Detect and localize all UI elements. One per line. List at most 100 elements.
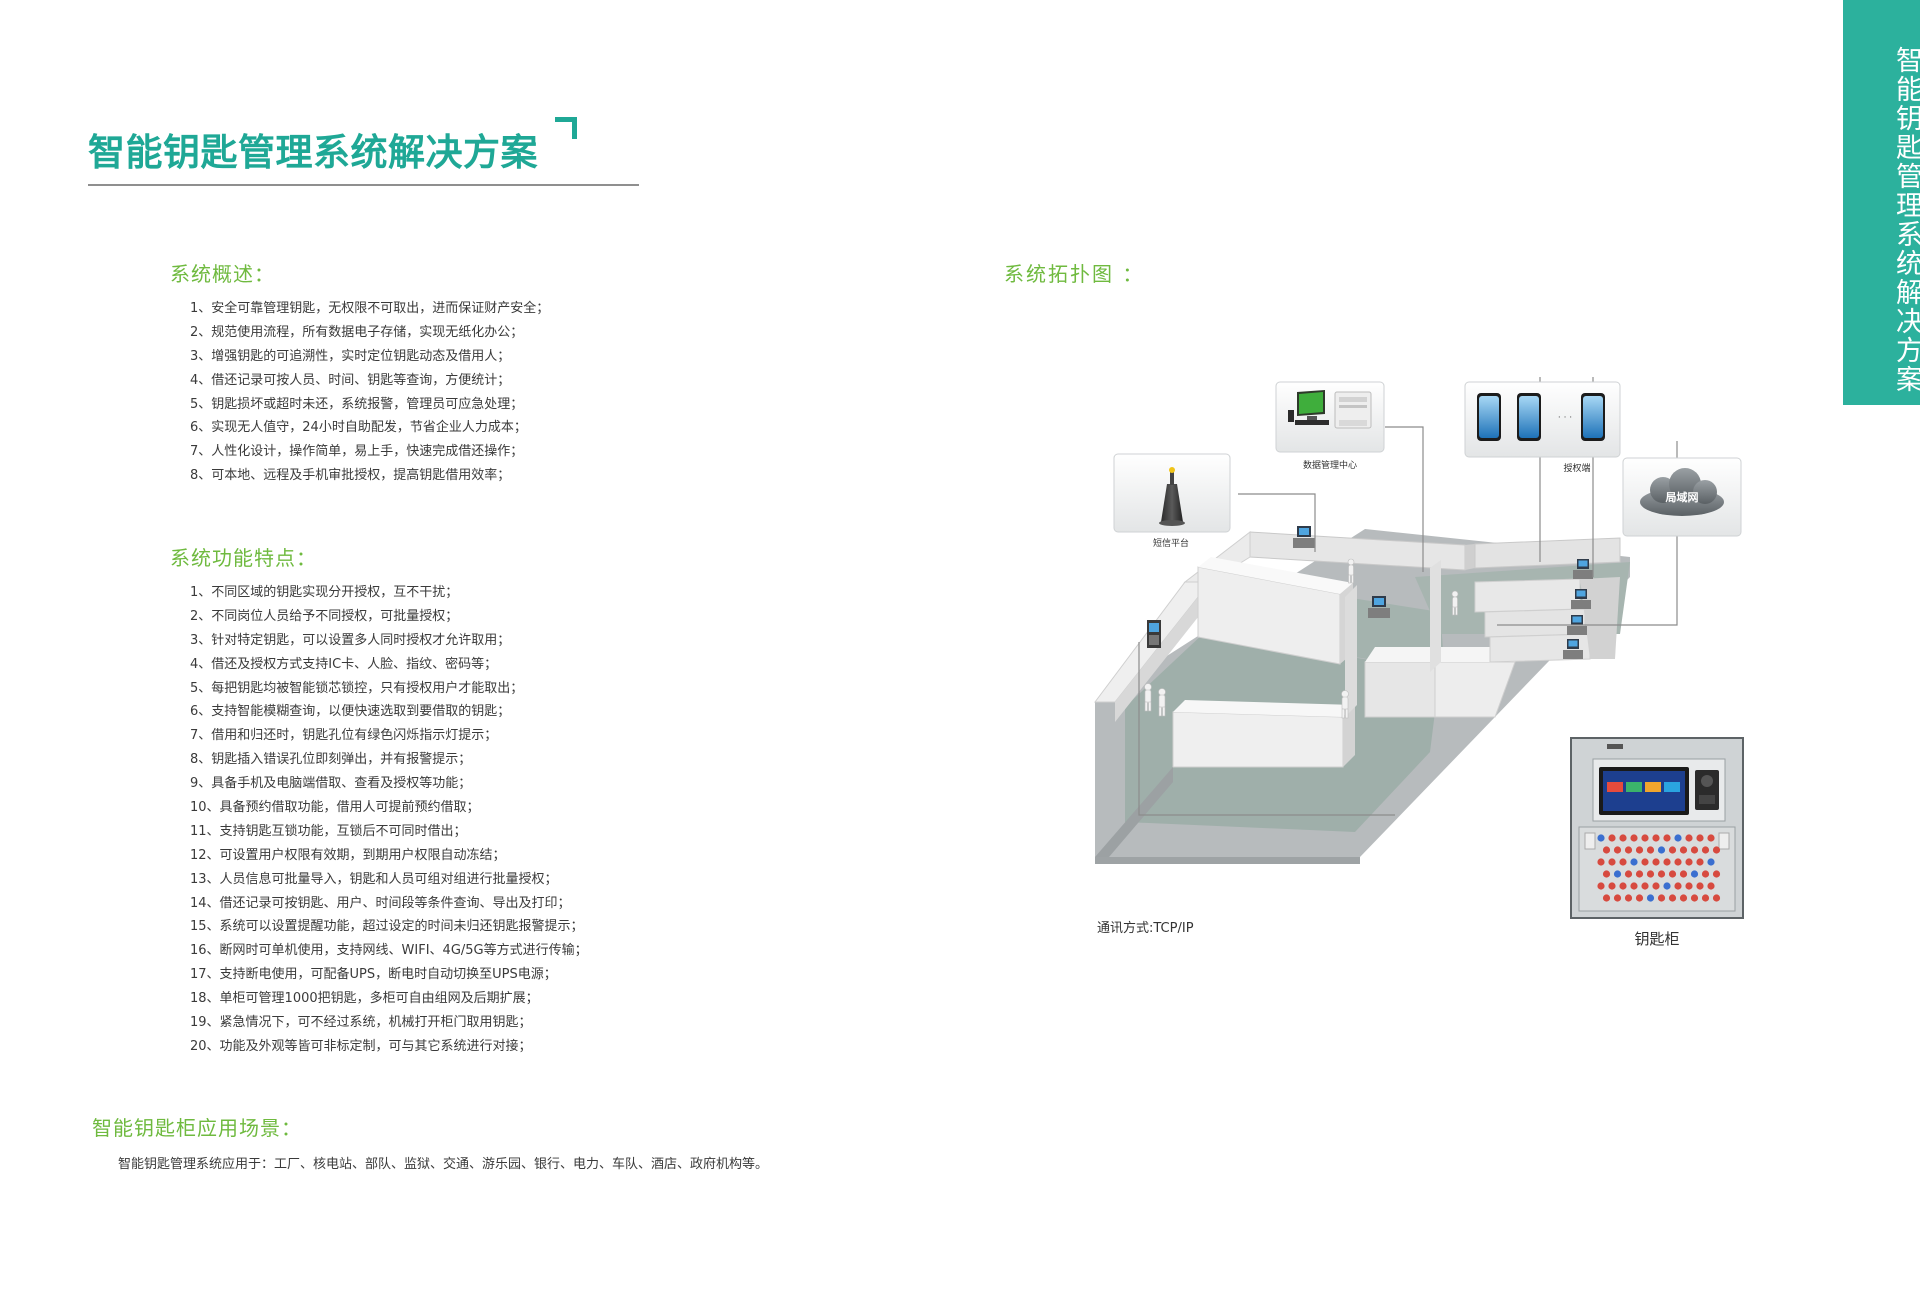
list-item: 4、借还记录可按人员、时间、钥匙等查询，方便统计； xyxy=(190,372,511,388)
list-item: 19、紧急情况下，可不经过系统，机械打开柜门取用钥匙； xyxy=(190,1015,532,1031)
key-slot xyxy=(1657,894,1666,902)
key-slot xyxy=(1646,846,1655,854)
key-slot xyxy=(1597,858,1605,866)
key-slot xyxy=(1679,894,1688,902)
key-slot xyxy=(1630,858,1638,866)
key-slot xyxy=(1663,834,1671,842)
list-item: 20、功能及外观等皆可非标定制，可与其它系统进行对接； xyxy=(190,1038,532,1054)
list-item: 8、可本地、远程及手机审批授权，提高钥匙借用效率； xyxy=(190,468,511,484)
list-item: 5、钥匙损坏或超时未还，系统报警，管理员可应急处理； xyxy=(190,396,524,412)
cabinet-screen xyxy=(1599,767,1689,815)
list-item: 3、针对特定钥匙，可以设置多人同时授权才允许取用； xyxy=(190,632,511,648)
key-slot xyxy=(1668,846,1677,854)
key-slot xyxy=(1613,894,1622,902)
key-slot xyxy=(1608,858,1616,866)
list-item: 1、安全可靠管理钥匙，无权限不可取出，进而保证财产安全； xyxy=(190,301,550,316)
key-slot xyxy=(1624,894,1633,902)
overview-heading: 系统概述： xyxy=(170,262,275,286)
sms-label: 短信平台 xyxy=(1153,537,1189,549)
list-item: 6、支持智能模糊查询，以便快速选取到要借取的钥匙； xyxy=(190,704,511,720)
lan-card: 局域网 xyxy=(1622,457,1742,537)
key-slot xyxy=(1712,894,1721,902)
features-heading: 系统功能特点： xyxy=(170,546,317,570)
key-slot xyxy=(1707,834,1715,842)
title-underline xyxy=(88,184,639,186)
key-slot xyxy=(1685,834,1693,842)
key-slot xyxy=(1646,870,1655,878)
key-slot xyxy=(1608,834,1616,842)
scenarios-text: 智能钥匙管理系统应用于：工厂、核电站、部队、监狱、交通、游乐园、银行、电力、车队… xyxy=(118,1157,769,1172)
phone-icon xyxy=(1477,393,1501,441)
key-slot xyxy=(1641,882,1649,890)
features-list: 1、不同区域的钥匙实现分开授权，互不干扰； 2、不同岗位人员给予不同授权，可批量… xyxy=(190,581,588,1059)
key-slot xyxy=(1652,834,1660,842)
fingerprint-reader xyxy=(1695,770,1719,810)
key-slot xyxy=(1679,870,1688,878)
key-slot xyxy=(1630,834,1638,842)
key-slot xyxy=(1641,858,1649,866)
key-slot xyxy=(1679,846,1688,854)
key-slot xyxy=(1690,846,1699,854)
side-tab-title: 智能钥匙管理系统解决方案 xyxy=(1891,46,1920,394)
key-slot xyxy=(1707,882,1715,890)
data-center-card: 数据管理中心 xyxy=(1275,381,1385,471)
overview-list: 1、安全可靠管理钥匙，无权限不可取出，进而保证财产安全； 2、规范使用流程，所有… xyxy=(190,297,549,488)
key-slot xyxy=(1630,882,1638,890)
key-slot xyxy=(1674,882,1682,890)
workstation-desks xyxy=(1147,526,1593,659)
key-slot xyxy=(1685,858,1693,866)
list-item: 14、借还记录可按钥匙、用户、时间段等条件查询、导出及打印； xyxy=(190,895,571,911)
key-slot xyxy=(1641,834,1649,842)
people-figures xyxy=(1144,558,1459,719)
key-slot xyxy=(1696,858,1704,866)
key-slot xyxy=(1597,882,1605,890)
list-item: 1、不同区域的钥匙实现分开授权，互不干扰； xyxy=(190,585,459,600)
key-slot xyxy=(1690,870,1699,878)
key-slot xyxy=(1635,870,1644,878)
list-item: 12、可设置用户权限有效期，到期用户权限自动冻结； xyxy=(190,847,506,863)
key-slot xyxy=(1602,846,1611,854)
key-slot xyxy=(1657,846,1666,854)
key-slot xyxy=(1635,846,1644,854)
key-slot xyxy=(1696,882,1704,890)
key-slot xyxy=(1701,894,1710,902)
key-slot xyxy=(1701,846,1710,854)
list-item: 7、借用和归还时，钥匙孔位有绿色闪烁指示灯提示； xyxy=(190,728,498,744)
phone-icon xyxy=(1581,393,1605,441)
key-slot xyxy=(1646,894,1655,902)
floor-plan xyxy=(1094,529,1630,864)
key-slot xyxy=(1602,870,1611,878)
list-item: 3、增强钥匙的可追溯性，实时定位钥匙动态及借用人； xyxy=(190,348,511,364)
tower-icon xyxy=(1159,467,1185,526)
key-slot xyxy=(1613,846,1622,854)
list-item: 2、规范使用流程，所有数据电子存储，实现无纸化办公； xyxy=(190,324,524,340)
key-slot xyxy=(1674,834,1682,842)
list-item: 6、实现无人值守，24小时自助配发，节省企业人力成本； xyxy=(190,420,527,436)
list-item: 9、具备手机及电脑端借取、查看及授权等功能； xyxy=(190,776,472,792)
list-item: 17、支持断电使用，可配备UPS，断电时自动切换至UPS电源； xyxy=(190,967,557,983)
key-slot xyxy=(1668,894,1677,902)
scenarios-heading: 智能钥匙柜应用场景： xyxy=(92,1116,302,1140)
list-item: 5、每把钥匙均被智能锁芯锁控，只有授权用户才能取出； xyxy=(190,680,524,696)
key-slot xyxy=(1624,846,1633,854)
lan-label: 局域网 xyxy=(1665,490,1699,504)
list-item: 8、钥匙插入错误孔位即刻弹出，并有报警提示； xyxy=(190,752,472,768)
key-slot xyxy=(1652,858,1660,866)
key-slot xyxy=(1619,882,1627,890)
comm-label: 通讯方式:TCP/IP xyxy=(1097,920,1194,936)
key-slot xyxy=(1707,858,1715,866)
key-slot xyxy=(1657,870,1666,878)
cabinet-label: 钥匙柜 xyxy=(1634,930,1679,948)
list-item: 10、具备预约借取功能，借用人可提前预约借取； xyxy=(190,800,480,816)
key-slot xyxy=(1685,882,1693,890)
list-item: 16、断网时可单机使用，支持网线、WIFI、4G/5G等方式进行传输； xyxy=(190,943,588,959)
data-center-label: 数据管理中心 xyxy=(1303,459,1357,471)
key-slot xyxy=(1619,858,1627,866)
key-slot xyxy=(1712,870,1721,878)
key-slot xyxy=(1635,894,1644,902)
key-slot xyxy=(1663,882,1671,890)
topology-diagram: 数据管理中心 · · · 授权端 短信平台 xyxy=(1094,377,1744,948)
key-slot xyxy=(1652,882,1660,890)
list-item: 13、人员信息可批量导入，钥匙和人员可组对组进行批量授权； xyxy=(190,871,558,887)
key-slot xyxy=(1712,846,1721,854)
